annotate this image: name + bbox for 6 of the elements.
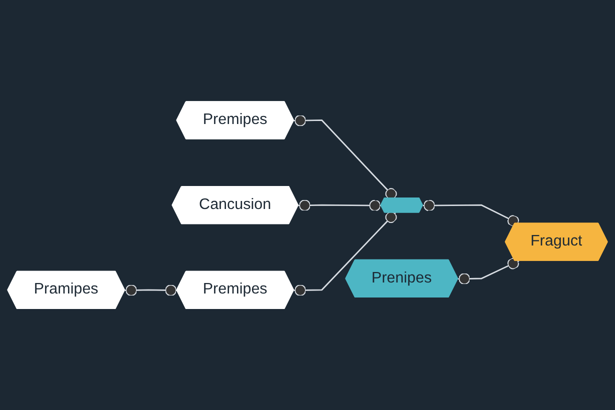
connector [124, 284, 178, 296]
connector [294, 114, 397, 200]
connector [294, 211, 397, 296]
connector [458, 258, 520, 285]
connector [298, 200, 382, 212]
connector [422, 200, 520, 227]
